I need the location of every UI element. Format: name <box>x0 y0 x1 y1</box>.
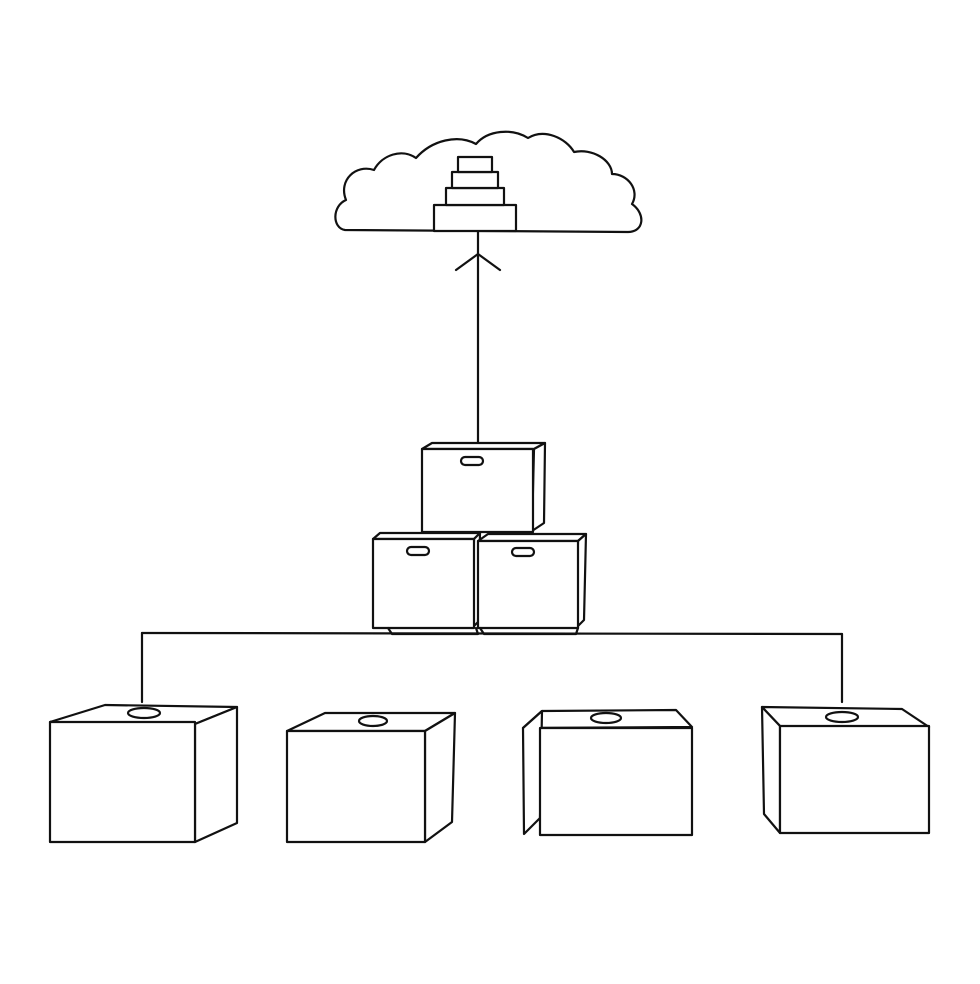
box-front <box>285 729 427 844</box>
connector-bar <box>140 631 844 636</box>
box-icon <box>476 532 588 630</box>
box-handle <box>589 711 623 725</box>
box-handle <box>824 710 860 724</box>
box-icon <box>420 441 547 534</box>
stack-layer-top <box>456 155 494 174</box>
box-front <box>371 537 476 630</box>
box-side <box>423 711 457 844</box>
stack-layer-lower-top <box>450 170 500 190</box>
cloud-icon <box>334 130 643 234</box>
box-side <box>193 705 239 844</box>
arrow-up-icon <box>454 230 502 446</box>
box-icon <box>48 703 239 844</box>
arrow-head <box>454 252 502 272</box>
box-icon <box>371 531 482 630</box>
stack-layer-middle <box>444 186 506 207</box>
box-stack <box>371 441 588 636</box>
box-row <box>48 703 931 844</box>
box-front <box>778 724 931 835</box>
box-front <box>48 720 197 844</box>
box-side <box>760 705 782 835</box>
box-icon <box>521 708 694 837</box>
server-stack-icon <box>432 155 518 233</box>
box-handle <box>126 706 162 720</box>
box-icon <box>760 705 931 835</box>
box-handle <box>510 546 536 558</box>
box-handle <box>357 714 389 728</box>
box-handle <box>459 455 485 467</box>
box-icon <box>285 711 457 844</box>
connector-lines <box>140 631 844 704</box>
box-handle <box>405 545 431 557</box>
box-front <box>538 726 694 837</box>
stack-layer-bottom <box>432 203 518 233</box>
